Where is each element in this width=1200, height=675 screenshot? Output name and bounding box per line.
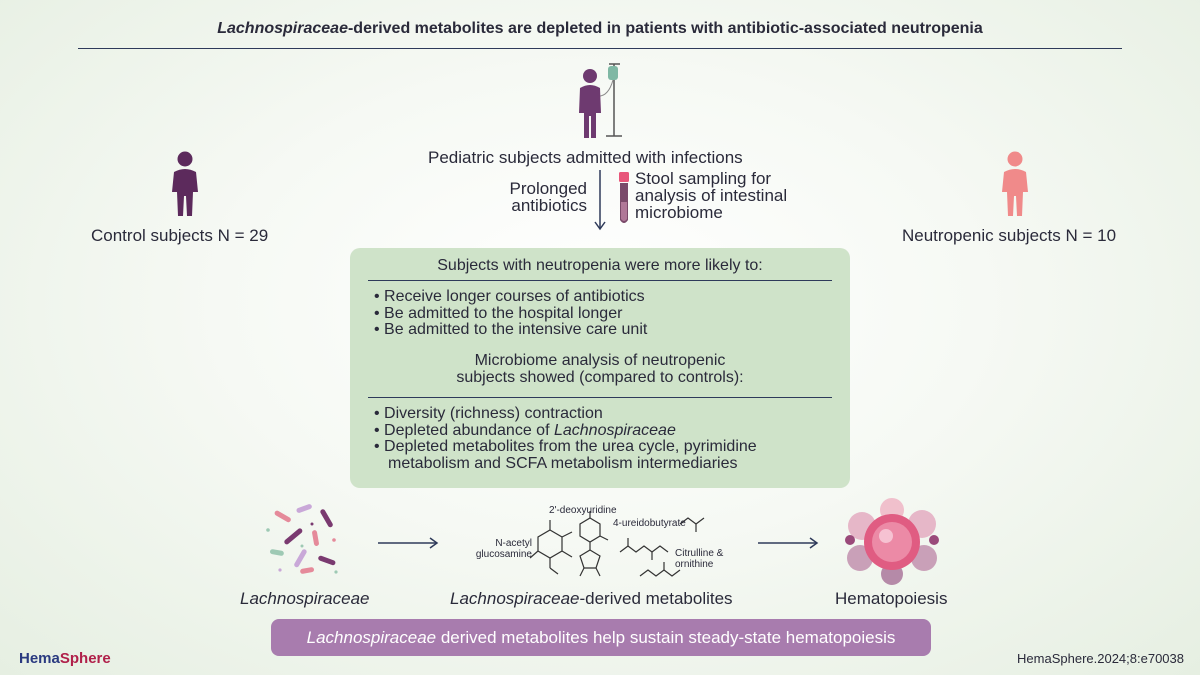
hematopoiesis-label: Hematopoiesis: [835, 589, 948, 608]
neutropenia-findings-list: • Receive longer courses of antibiotics …: [374, 288, 844, 339]
microbiome-heading: Microbiome analysis of neutropenic subje…: [456, 352, 744, 386]
bacteria-icon: [266, 504, 338, 574]
journal-logo: HemaSphere: [19, 650, 111, 667]
metabolites-label: Lachnospiraceae-derived metabolites: [450, 589, 733, 608]
neutropenia-heading: Subjects with neutropenia were more like…: [437, 257, 763, 274]
patient-iv-icon: [579, 63, 622, 138]
control-child-icon: [172, 151, 198, 216]
list-item: • Diversity (richness) contraction: [374, 405, 603, 422]
metabolite-structures-icon: [529, 511, 705, 577]
sample-tube-icon: [619, 172, 629, 223]
deoxyuridine-label: 2'-deoxyuridine: [549, 505, 617, 516]
list-item: • Be admitted to the hospital longer: [374, 304, 623, 322]
box-divider-2: [368, 397, 832, 398]
n-acetyl-glucosamine-label: N-acetyl glucosamine: [475, 538, 532, 560]
arrow-right-icon: [758, 537, 819, 549]
pediatric-subjects-label: Pediatric subjects admitted with infecti…: [428, 148, 743, 167]
antibiotics-label: Prolonged antibiotics: [509, 179, 587, 215]
conclusion-banner: Lachnospiraceae derived metabolites help…: [271, 619, 931, 656]
citrulline-ornithine-label: Citrulline & ornithine: [675, 548, 724, 570]
neutropenic-subjects-label: Neutropenic subjects N = 10: [902, 226, 1117, 245]
list-item: • Receive longer courses of antibiotics: [374, 288, 645, 305]
arrow-right-icon: [378, 537, 439, 549]
ureidobutyrate-label: 4-ureidobutyrate: [613, 518, 686, 529]
title-divider: [78, 48, 1122, 49]
bacteria-label: Lachnospiraceae: [240, 589, 370, 608]
neutropenic-child-icon: [1002, 151, 1028, 216]
page-title: Lachnospiraceae-derived metabolites are …: [217, 20, 983, 37]
box-divider-1: [368, 280, 832, 281]
stool-sampling-label: Stool sampling for analysis of intestina…: [635, 169, 788, 222]
microbiome-findings-list: • Diversity (richness) contraction • Dep…: [374, 405, 844, 472]
list-item: • Depleted abundance of Lachnospiraceae: [374, 421, 676, 439]
list-item: • Be admitted to the intensive care unit: [374, 321, 648, 338]
down-arrow-icon: [594, 170, 606, 231]
citation: HemaSphere.2024;8:e70038: [1017, 651, 1184, 666]
list-item: metabolism and SCFA metabolism intermedi…: [388, 454, 738, 472]
control-subjects-label: Control subjects N = 29: [91, 226, 269, 245]
blood-cells-icon: [845, 498, 939, 585]
list-item: • Depleted metabolites from the urea cyc…: [374, 438, 757, 455]
findings-box: [350, 248, 850, 488]
